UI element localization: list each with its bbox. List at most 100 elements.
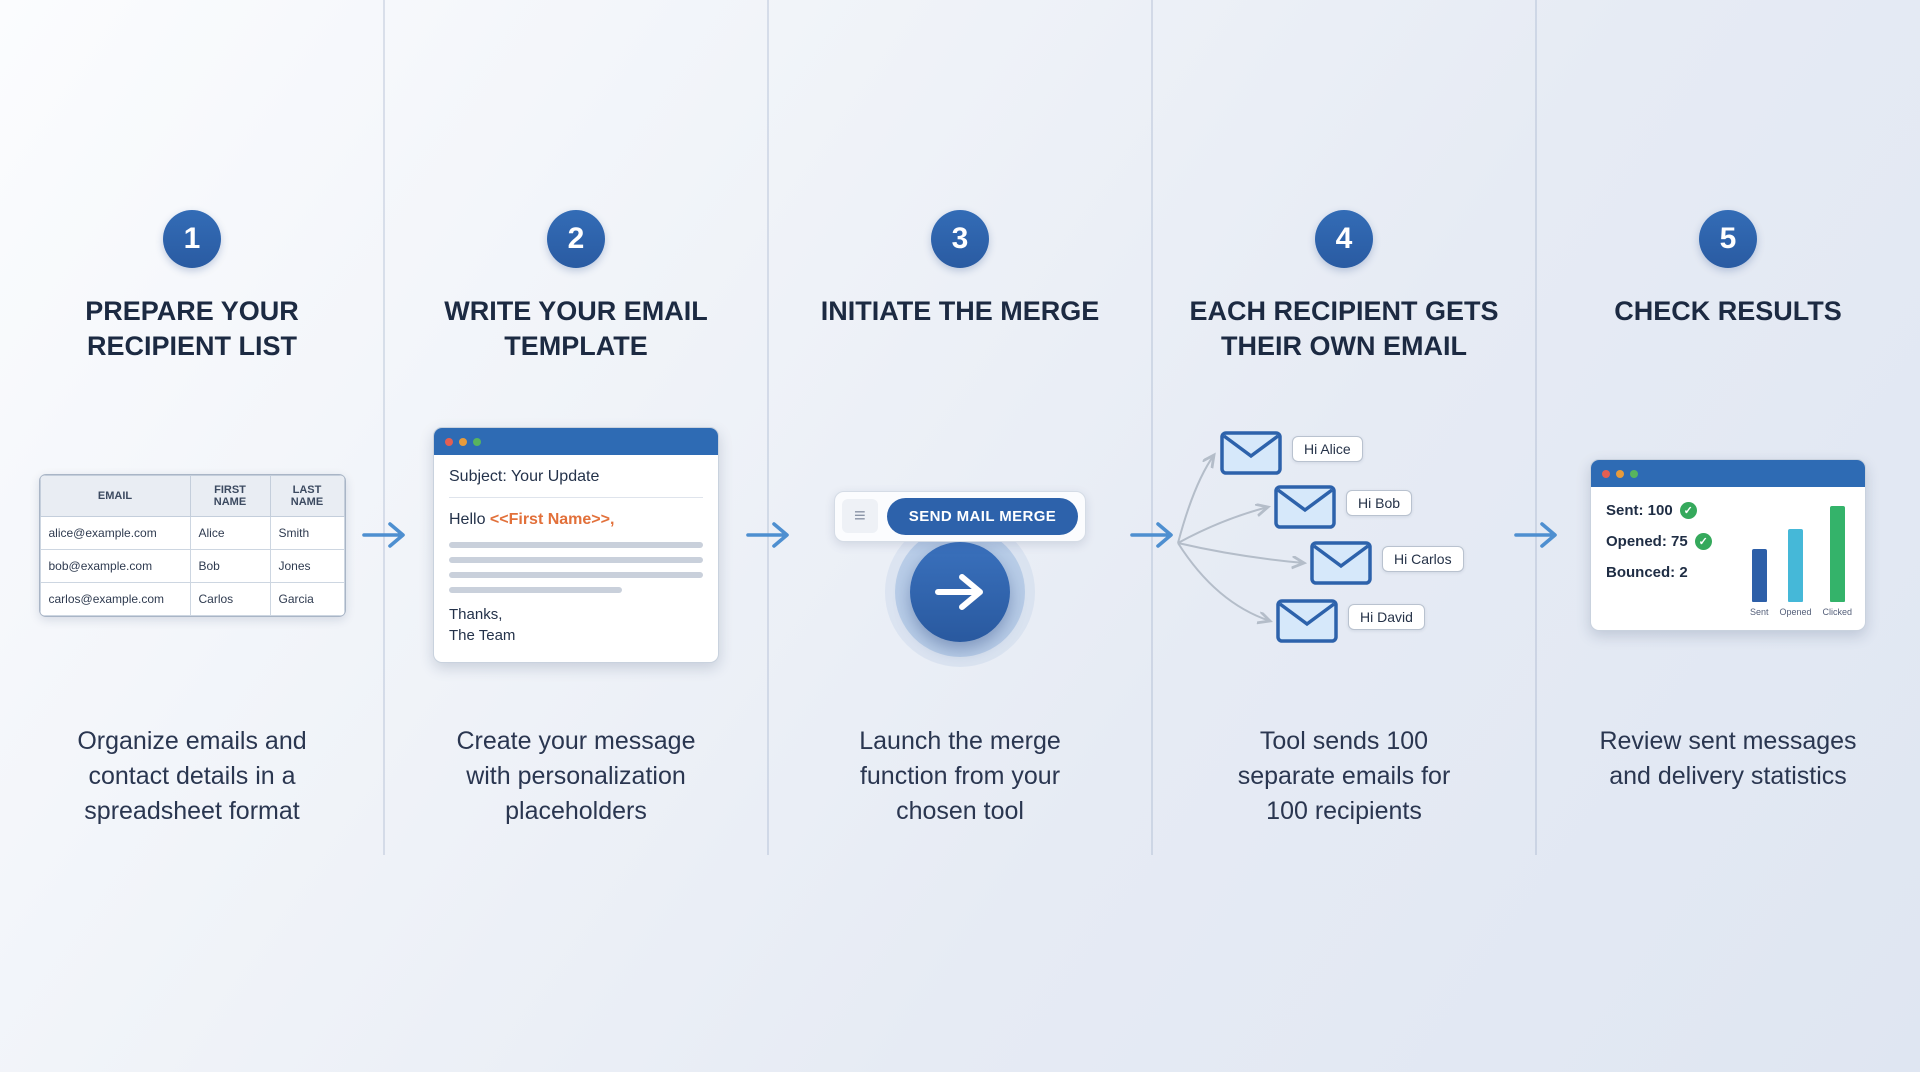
step-title: WRITE YOUR EMAIL TEMPLATE — [444, 296, 708, 362]
flow-arrow-icon — [361, 519, 407, 551]
stat-label: Sent: 100 — [1606, 502, 1673, 519]
bar-label: Sent — [1749, 607, 1769, 617]
closing-line-1: Thanks, — [449, 606, 503, 624]
step-description: Tool sends 100 separate emails for 100 r… — [1237, 727, 1451, 825]
step-title: PREPARE YOUR RECIPIENT LIST — [85, 296, 299, 362]
step-number-badge: 1 — [163, 210, 221, 268]
recipient-tag: Hi Bob — [1346, 490, 1413, 516]
merge-toolbar: ≡ SEND MAIL MERGE — [833, 490, 1087, 542]
table-cell: Carlos — [189, 581, 271, 616]
recipient-table: EMAIL FIRST NAME LAST NAME alice@example… — [38, 473, 346, 617]
email-fanout: Hi Alice Hi Bob Hi Carlos Hi David — [1168, 423, 1520, 667]
closing-text: Thanks, The Team — [449, 605, 703, 646]
step-number-badge: 5 — [1699, 210, 1757, 268]
step-column-2: 2 WRITE YOUR EMAIL TEMPLATE Subject: You… — [384, 0, 768, 1072]
recipient-tag: Hi Alice — [1292, 436, 1363, 462]
stat-opened: Opened: 75 ✓ — [1606, 533, 1712, 550]
column-divider — [1151, 0, 1153, 855]
step-column-4: 4 EACH RECIPIENT GETS THEIR OWN EMAIL — [1152, 0, 1536, 1072]
envelope-icon — [1310, 541, 1372, 585]
table-header-cell: EMAIL — [39, 474, 191, 517]
step-number-badge: 3 — [931, 210, 989, 268]
results-window: Sent: 100 ✓ Opened: 75 ✓ Bounced: 2 — [1590, 459, 1866, 631]
recipient-tag: Hi David — [1348, 604, 1425, 630]
maximize-icon — [1630, 469, 1638, 478]
step-title: CHECK RESULTS — [1614, 296, 1842, 326]
close-icon — [1602, 469, 1610, 478]
bar-label: Clicked — [1822, 607, 1852, 617]
bar-group: Sent — [1749, 506, 1769, 617]
step-column-1: 1 PREPARE YOUR RECIPIENT LIST EMAIL FIRS… — [0, 0, 384, 1072]
text-line-skeleton — [449, 587, 622, 594]
step-description: Review sent messages and delivery statis… — [1599, 727, 1857, 790]
flow-arrow-icon — [745, 519, 791, 551]
delivery-stats: Sent: 100 ✓ Opened: 75 ✓ Bounced: 2 — [1606, 502, 1712, 617]
bar-clicked — [1829, 506, 1845, 602]
maximize-icon — [473, 437, 481, 446]
menu-icon: ≡ — [841, 499, 878, 533]
envelope-icon — [1276, 599, 1338, 643]
stat-label: Opened: 75 — [1606, 533, 1688, 550]
minimize-icon — [1616, 469, 1624, 478]
placeholder-token: <<First Name>>, — [489, 511, 615, 529]
stat-label: Bounced: 2 — [1606, 564, 1688, 581]
table-header-cell: FIRST NAME — [189, 474, 271, 517]
check-icon: ✓ — [1694, 533, 1712, 550]
arrow-right-icon — [935, 573, 983, 610]
fan-arrows — [1177, 423, 1520, 667]
step-column-3: 3 INITIATE THE MERGE ≡ SEND MAIL MERGE — [768, 0, 1152, 1072]
results-bar-chart: Sent Opened Clicked — [1750, 502, 1852, 617]
table-row: alice@example.com Alice Smith — [39, 515, 345, 550]
body-text-skeleton — [449, 542, 703, 594]
step-number-badge: 4 — [1315, 210, 1373, 268]
table-cell: alice@example.com — [39, 515, 191, 550]
step-description: Organize emails and contact details in a… — [77, 727, 307, 825]
send-mail-merge-button[interactable]: SEND MAIL MERGE — [886, 497, 1079, 535]
stat-sent: Sent: 100 ✓ — [1606, 502, 1712, 519]
envelope-icon — [1274, 485, 1336, 529]
step-title: EACH RECIPIENT GETS THEIR OWN EMAIL — [1189, 296, 1499, 362]
table-cell: Alice — [189, 515, 271, 550]
column-divider — [1535, 0, 1537, 855]
merge-arrow-button[interactable] — [910, 541, 1010, 642]
recipient-tag: Hi Carlos — [1382, 546, 1464, 572]
greeting-text: Hello <<First Name>>, — [449, 511, 703, 529]
step-number-badge: 2 — [547, 210, 605, 268]
envelope-icon — [1220, 431, 1282, 475]
close-icon — [445, 437, 453, 446]
table-cell: bob@example.com — [39, 548, 191, 583]
text-line-skeleton — [449, 572, 703, 579]
column-divider — [767, 0, 769, 855]
bar-group: Opened — [1779, 506, 1811, 617]
minimize-icon — [459, 437, 467, 446]
bar-label: Opened — [1779, 607, 1812, 617]
table-cell: Garcia — [269, 581, 345, 616]
table-cell: carlos@example.com — [39, 581, 191, 616]
table-row: carlos@example.com Carlos Garcia — [39, 581, 345, 616]
bar-group: Clicked — [1822, 506, 1852, 617]
closing-line-2: The Team — [449, 626, 516, 644]
table-header-cell: LAST NAME — [269, 474, 345, 517]
window-titlebar — [434, 428, 718, 456]
step-description: Create your message with personalization… — [456, 727, 696, 825]
step-description: Launch the merge function from your chos… — [859, 727, 1061, 825]
stat-bounced: Bounced: 2 — [1606, 564, 1712, 581]
column-divider — [383, 0, 385, 855]
step-column-5: 5 CHECK RESULTS Sent: 100 ✓ — [1536, 0, 1920, 1072]
window-titlebar — [1591, 460, 1865, 487]
table-cell: Bob — [189, 548, 271, 583]
subject-line: Subject: Your Update — [449, 468, 703, 499]
table-row: bob@example.com Bob Jones — [39, 548, 345, 583]
table-cell: Jones — [269, 548, 345, 583]
bar-sent — [1751, 549, 1767, 602]
flow-arrow-icon — [1129, 519, 1175, 551]
bar-opened — [1787, 529, 1803, 602]
text-line-skeleton — [449, 557, 703, 564]
greeting-prefix: Hello — [449, 511, 486, 529]
check-icon: ✓ — [1679, 502, 1697, 519]
flow-arrow-icon — [1513, 519, 1559, 551]
email-template-window: Subject: Your Update Hello <<First Name>… — [433, 427, 719, 663]
text-line-skeleton — [449, 542, 703, 549]
step-title: INITIATE THE MERGE — [820, 296, 1100, 326]
